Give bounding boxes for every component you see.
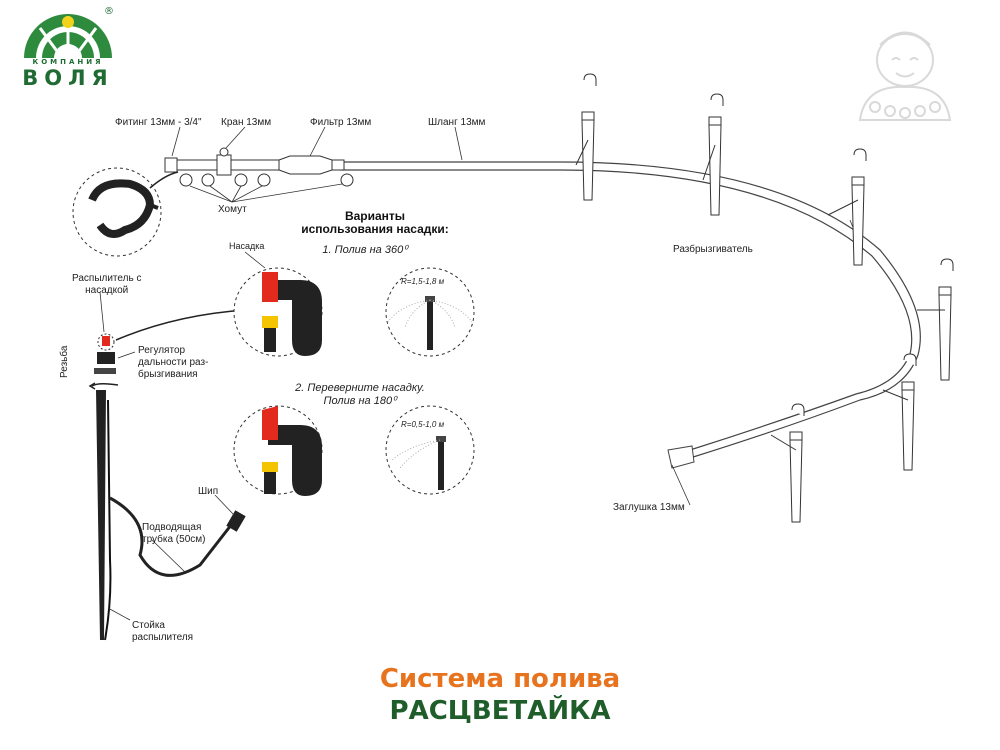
nozzle-label: Насадка bbox=[229, 241, 265, 251]
fitting-label: Фитинг 13мм - 3/4" bbox=[115, 117, 202, 128]
irrigation-diagram bbox=[72, 73, 954, 641]
option-180-label: 2. Переверните насадку. Полив на 180⁰ bbox=[295, 382, 425, 407]
sunflower-logo-icon bbox=[24, 14, 112, 59]
spray-360-closeup bbox=[385, 267, 475, 357]
stand-label: Стойка распылителя bbox=[132, 620, 194, 643]
sprayer-stand bbox=[88, 333, 246, 641]
logo-company-text: КОМПАНИЯ bbox=[32, 58, 104, 66]
logo-name-text: ВОЛЯ bbox=[22, 66, 114, 90]
radius-180-label: R=0,5-1,0 м bbox=[401, 420, 445, 429]
clamp-icons bbox=[179, 173, 354, 187]
sprinkler-label: Разбрызгиватель bbox=[673, 244, 753, 255]
filter-label: Фильтр 13мм bbox=[310, 117, 372, 128]
valve-label: Кран 13мм bbox=[221, 117, 272, 128]
company-logo bbox=[20, 8, 116, 59]
radius-360-label: R=1,5-1,8 м bbox=[401, 277, 445, 286]
regulator-label: Регулятор дальности раз- брызгивания bbox=[138, 345, 209, 380]
clamp-label: Хомут bbox=[218, 204, 247, 215]
sprayer-with-nozzle-label: Распылитель с насадкой bbox=[72, 273, 142, 296]
plug-label: Заглушка 13мм bbox=[613, 502, 685, 513]
spike-label: Шип bbox=[198, 486, 219, 497]
nozzle-closeup-180 bbox=[233, 405, 323, 496]
registered-mark: ® bbox=[104, 6, 114, 17]
inlet-assembly bbox=[164, 147, 345, 176]
variants-heading: Варианты использования насадки: bbox=[301, 209, 449, 236]
spray-180-closeup bbox=[385, 405, 475, 495]
hose-label: Шланг 13мм bbox=[428, 117, 486, 128]
option-360-label: 1. Полив на 360⁰ bbox=[322, 244, 408, 256]
page-title-line1: Система полива bbox=[379, 664, 621, 694]
supply-tube-label: Подводящая трубка (50см) bbox=[142, 522, 206, 545]
sprinkler-icons bbox=[575, 73, 954, 523]
mascot-icon bbox=[858, 31, 952, 121]
page-title-line2: РАСЦВЕТАЙКА bbox=[389, 696, 611, 726]
plug-icon bbox=[667, 445, 695, 469]
thread-label: Резьба bbox=[59, 345, 70, 378]
nozzle-closeup-360 bbox=[233, 251, 323, 357]
clamp-closeup bbox=[72, 167, 162, 257]
